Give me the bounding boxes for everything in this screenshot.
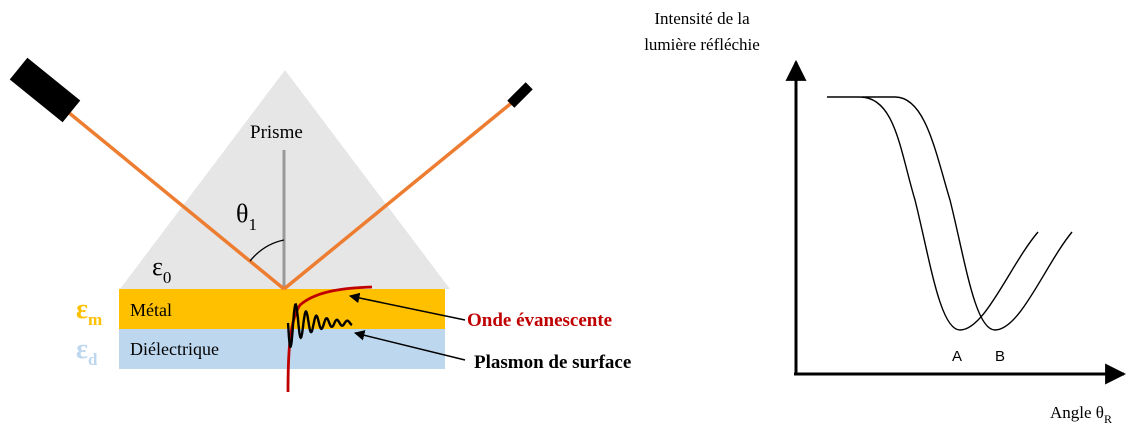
theta-arc [249, 239, 285, 262]
evanescent-arrow [348, 292, 466, 321]
dielectric-layer [119, 329, 445, 369]
theta1-label: θ1 [236, 199, 257, 234]
epsilon0-label: ε0 [152, 252, 171, 287]
evanescent-wave-curve [286, 285, 373, 393]
curve-b-label: B [995, 348, 1005, 365]
evanescent-wave-label: Onde évanescente [467, 310, 612, 331]
y-axis-label-line1: Intensité de la [654, 9, 750, 28]
metal-label: Métal [130, 300, 172, 320]
detector [507, 82, 533, 108]
epsilon-m-label: εm [76, 294, 102, 329]
curve-b [862, 96, 1073, 331]
light-source [9, 57, 81, 123]
surface-plasmon-label: Plasmon de surface [474, 352, 631, 373]
dielectric-label: Diélectrique [130, 339, 219, 359]
curve-a [827, 96, 1039, 331]
surface-plasmon-wave [286, 302, 353, 349]
curve-a-label: A [952, 348, 962, 365]
prism-label: Prisme [250, 122, 303, 143]
incident-beam [66, 110, 286, 291]
y-axis-label-line2: lumière réfléchie [644, 35, 760, 54]
plasmon-arrow [353, 330, 466, 361]
epsilon-d-label: εd [76, 334, 98, 369]
reflectivity-graph: Intensité de la lumière réfléchie A B An… [644, 9, 1127, 426]
reflected-beam [282, 94, 522, 291]
spr-setup-diagram: Prisme θ1 ε0 Métal Diélectrique εm εd On… [9, 57, 631, 393]
x-axis-label: Angle θR [1050, 403, 1112, 426]
metal-layer [119, 289, 445, 329]
